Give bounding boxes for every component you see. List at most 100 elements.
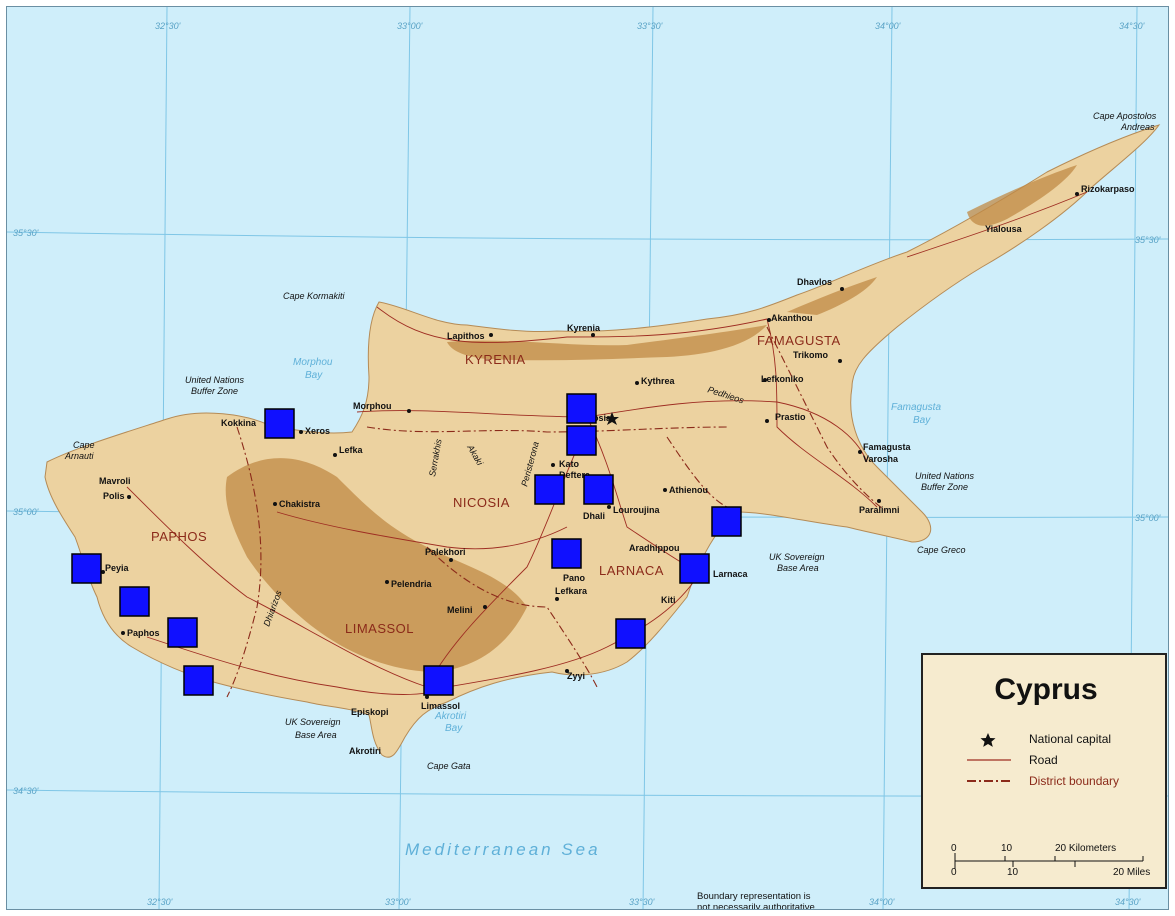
svg-text:Rizokarpaso: Rizokarpaso	[1081, 184, 1135, 194]
svg-text:Peyia: Peyia	[105, 563, 130, 573]
svg-text:Bay: Bay	[445, 723, 463, 734]
svg-text:Lefkoniko: Lefkoniko	[761, 374, 804, 384]
svg-text:Episkopi: Episkopi	[351, 707, 389, 717]
place-labels: Kyrenia Lapithos Kythrea Nicosia Morphou…	[99, 184, 1135, 756]
svg-text:Paphos: Paphos	[127, 628, 160, 638]
svg-text:Morphou: Morphou	[353, 401, 392, 411]
svg-text:Arnauti: Arnauti	[64, 451, 95, 461]
scale-mi-10: 10	[1007, 867, 1019, 878]
map-marker[interactable]	[615, 618, 646, 649]
map-marker[interactable]	[71, 553, 102, 584]
map-marker[interactable]	[551, 538, 582, 569]
lat-label-right: 35°30'	[1135, 235, 1161, 245]
lon-label-top: 33°30'	[637, 21, 663, 31]
map-marker[interactable]	[534, 474, 565, 505]
svg-text:Xeros: Xeros	[305, 426, 330, 436]
cyprus-map: 32°30' 33°00' 33°30' 34°00' 34°30' 32°30…	[7, 7, 1168, 909]
akrotiri-bay-label: Akrotiri	[434, 711, 467, 722]
svg-text:Dhali: Dhali	[583, 511, 605, 521]
morphou-bay-label: Morphou	[293, 357, 333, 368]
map-legend: Cyprus National capital Road District bo…	[921, 653, 1167, 889]
svg-text:Palekhori: Palekhori	[425, 547, 466, 557]
svg-text:Cape Kormakiti: Cape Kormakiti	[283, 291, 346, 301]
scale-bar	[954, 853, 1144, 869]
water-labels: Mediterranean Sea Morphou Bay Famagusta …	[293, 357, 941, 859]
svg-text:Buffer Zone: Buffer Zone	[921, 482, 968, 492]
svg-text:Varosha: Varosha	[863, 454, 899, 464]
scale-mi-20: 20 Miles	[1113, 867, 1151, 878]
road-network	[126, 191, 1088, 695]
svg-text:Pano: Pano	[563, 573, 586, 583]
svg-text:Base Area: Base Area	[777, 563, 819, 573]
svg-text:UK Sovereign: UK Sovereign	[285, 717, 341, 727]
town-dots	[101, 192, 1079, 699]
svg-text:Yialousa: Yialousa	[985, 224, 1023, 234]
svg-text:Pelendria: Pelendria	[391, 579, 433, 589]
scale-km-0: 0	[951, 843, 957, 854]
map-marker[interactable]	[183, 665, 214, 696]
map-marker[interactable]	[583, 474, 614, 505]
map-marker[interactable]	[167, 617, 198, 648]
map-marker[interactable]	[711, 506, 742, 537]
svg-text:Aradhippou: Aradhippou	[629, 543, 680, 553]
lon-label-top: 32°30'	[155, 21, 181, 31]
svg-text:Paralimni: Paralimni	[859, 505, 900, 515]
lon-label-bottom: 34°30'	[1115, 897, 1141, 907]
svg-text:Base Area: Base Area	[295, 730, 337, 740]
svg-text:Famagusta: Famagusta	[863, 442, 912, 452]
district-paphos: PAPHOS	[151, 529, 207, 544]
svg-text:Cape Apostolos: Cape Apostolos	[1093, 111, 1157, 121]
svg-text:Kythrea: Kythrea	[641, 376, 676, 386]
road-line	[963, 752, 1013, 768]
svg-text:Akrotiri: Akrotiri	[349, 746, 381, 756]
legend-title: Cyprus	[994, 673, 1098, 706]
blue-markers	[71, 393, 742, 696]
svg-text:Lefka: Lefka	[339, 445, 364, 455]
svg-text:Cape Gata: Cape Gata	[427, 761, 471, 771]
scale-mi-0: 0	[951, 867, 957, 878]
star-icon	[963, 731, 1013, 747]
svg-text:Dhavlos: Dhavlos	[797, 277, 832, 287]
map-marker[interactable]	[566, 393, 597, 424]
lon-label-bottom: 34°00'	[869, 897, 895, 907]
svg-text:Limassol: Limassol	[421, 701, 460, 711]
svg-text:Melini: Melini	[447, 605, 473, 615]
svg-text:Bay: Bay	[913, 415, 931, 426]
svg-text:Athienou: Athienou	[669, 485, 708, 495]
svg-text:Lapithos: Lapithos	[447, 331, 485, 341]
svg-text:United Nations: United Nations	[185, 375, 245, 385]
lon-label-top: 34°00'	[875, 21, 901, 31]
lon-label-bottom: 33°30'	[629, 897, 655, 907]
map-marker[interactable]	[119, 586, 150, 617]
lat-label-left: 34°30'	[13, 786, 39, 796]
scale-km-20: 20 Kilometers	[1055, 843, 1117, 854]
lon-label-bottom: 32°30'	[147, 897, 173, 907]
lon-label-top: 33°00'	[397, 21, 423, 31]
capital-star-icon	[605, 412, 619, 425]
svg-text:Kato: Kato	[559, 459, 580, 469]
district-kyrenia: KYRENIA	[465, 352, 526, 367]
lat-label-left: 35°00'	[13, 507, 39, 517]
famagusta-bay-label: Famagusta	[891, 402, 941, 413]
boundary-disclaimer: Boundary representation is not necessari…	[697, 891, 815, 910]
map-marker[interactable]	[264, 408, 295, 439]
map-marker[interactable]	[423, 665, 454, 696]
svg-text:Cape Greco: Cape Greco	[917, 545, 966, 555]
svg-text:UK Sovereign: UK Sovereign	[769, 552, 825, 562]
svg-text:Zyyi: Zyyi	[567, 671, 585, 681]
dash-dot-line	[963, 773, 1013, 789]
mountain-relief	[225, 165, 1077, 672]
district-labels: KYRENIA FAMAGUSTA NICOSIA PAPHOS LARNACA…	[151, 333, 841, 636]
map-marker[interactable]	[566, 425, 597, 456]
lat-label-left: 35°30'	[13, 228, 39, 238]
graticule-labels: 32°30' 33°00' 33°30' 34°00' 34°30' 32°30…	[13, 21, 1161, 907]
svg-text:Larnaca: Larnaca	[713, 569, 749, 579]
svg-text:Lefkara: Lefkara	[555, 586, 588, 596]
svg-text:Kokkina: Kokkina	[221, 418, 257, 428]
svg-text:Buffer Zone: Buffer Zone	[191, 386, 238, 396]
map-frame: 32°30' 33°00' 33°30' 34°00' 34°30' 32°30…	[6, 6, 1169, 910]
svg-text:Prastio: Prastio	[775, 412, 806, 422]
district-famagusta: FAMAGUSTA	[757, 333, 841, 348]
map-marker[interactable]	[679, 553, 710, 584]
district-nicosia: NICOSIA	[453, 495, 510, 510]
